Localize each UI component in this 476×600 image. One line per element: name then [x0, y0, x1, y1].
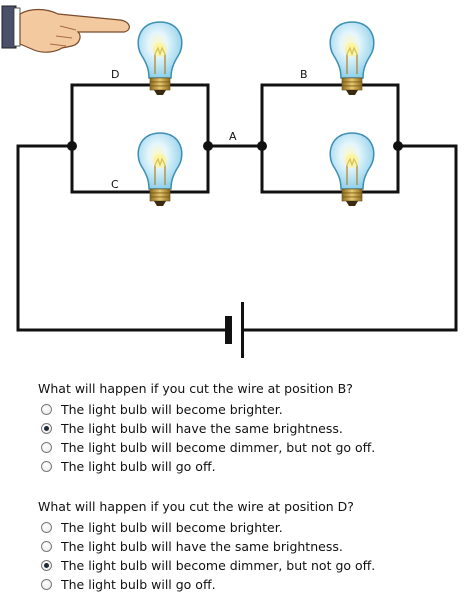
- radio-button[interactable]: [41, 541, 52, 552]
- wire-d-branch: [70, 83, 210, 146]
- question-2: What will happen if you cut the wire at …: [38, 498, 458, 594]
- radio-button[interactable]: [41, 442, 52, 453]
- answer-option[interactable]: The light bulb will have the same bright…: [38, 419, 458, 438]
- junction-node: [67, 141, 77, 151]
- radio-button[interactable]: [41, 522, 52, 533]
- bulb-b-bottom: [329, 132, 375, 207]
- answer-option-label: The light bulb will go off.: [61, 577, 216, 592]
- label-c: C: [111, 178, 119, 191]
- wire-outer-loop: [16, 144, 458, 332]
- wire-lower-right-branch: [260, 146, 400, 194]
- wire-b-branch: [260, 83, 400, 146]
- answer-option[interactable]: The light bulb will have the same bright…: [38, 537, 458, 556]
- answer-option-label: The light bulb will have the same bright…: [61, 421, 343, 436]
- label-d: D: [111, 68, 119, 81]
- label-b: B: [300, 68, 308, 81]
- radio-button-selected[interactable]: [41, 560, 52, 571]
- answer-option[interactable]: The light bulb will become brighter.: [38, 518, 458, 537]
- circuit-diagram: D C B A: [1, 5, 458, 358]
- answer-option[interactable]: The light bulb will become dimmer, but n…: [38, 438, 458, 457]
- answer-option[interactable]: The light bulb will go off.: [38, 457, 458, 476]
- question-prompt: What will happen if you cut the wire at …: [38, 499, 354, 514]
- answer-option-label: The light bulb will have the same bright…: [61, 539, 343, 554]
- junction-node: [393, 141, 403, 151]
- radio-button[interactable]: [41, 579, 52, 590]
- radio-button[interactable]: [41, 461, 52, 472]
- pointing-hand-icon: [1, 5, 130, 53]
- junction-node: [203, 141, 213, 151]
- label-a: A: [229, 130, 237, 143]
- bulb-c: [137, 132, 183, 207]
- answer-option[interactable]: The light bulb will become brighter.: [38, 400, 458, 419]
- answer-option-label: The light bulb will become brighter.: [61, 520, 283, 535]
- answer-option-label: The light bulb will become dimmer, but n…: [61, 558, 376, 573]
- answer-option-label: The light bulb will become dimmer, but n…: [61, 440, 376, 455]
- junction-node: [257, 141, 267, 151]
- answer-option[interactable]: The light bulb will become dimmer, but n…: [38, 556, 458, 575]
- answer-option-label: The light bulb will go off.: [61, 459, 216, 474]
- battery-icon: [225, 302, 244, 358]
- question-prompt: What will happen if you cut the wire at …: [38, 381, 353, 396]
- question-1: What will happen if you cut the wire at …: [38, 380, 458, 476]
- answer-option-label: The light bulb will become brighter.: [61, 402, 283, 417]
- radio-button[interactable]: [41, 404, 52, 415]
- answer-option[interactable]: The light bulb will go off.: [38, 575, 458, 594]
- radio-button-selected[interactable]: [41, 423, 52, 434]
- wire-c-branch: [70, 146, 210, 194]
